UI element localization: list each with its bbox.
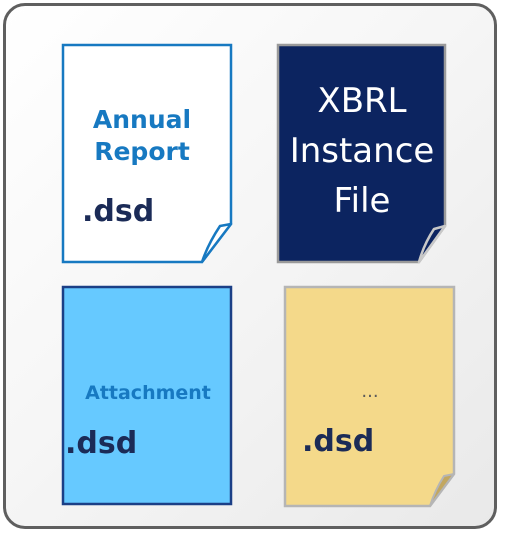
generic-title: ... xyxy=(361,381,379,402)
generic-page-shape xyxy=(283,285,456,508)
attachment-page-shape xyxy=(61,285,233,506)
xbrl-page-shape xyxy=(276,43,447,264)
xbrl-title-line-3: File xyxy=(333,181,391,221)
annual-report-extension: .dsd xyxy=(82,194,155,229)
attachment-extension: .dsd xyxy=(65,426,138,461)
annual-report-title-line-1: Annual xyxy=(92,105,192,134)
xbrl-title-line-2: Instance xyxy=(289,131,435,171)
generic-extension: .dsd xyxy=(302,424,375,459)
xbrl-title-line-1: XBRL xyxy=(317,81,407,121)
xbrl-title: XBRL Instance File xyxy=(277,76,447,226)
generic-document: ... .dsd xyxy=(283,285,456,508)
annual-report-document: Annual Report .dsd xyxy=(61,43,234,264)
annual-report-page-shape xyxy=(61,43,233,264)
attachment-document: Attachment .dsd xyxy=(61,285,234,506)
annual-report-title-line-2: Report xyxy=(94,137,190,166)
annual-report-title: Annual Report xyxy=(62,104,222,168)
attachment-title: Attachment xyxy=(85,382,211,404)
xbrl-instance-file-document: XBRL Instance File xyxy=(276,43,447,264)
